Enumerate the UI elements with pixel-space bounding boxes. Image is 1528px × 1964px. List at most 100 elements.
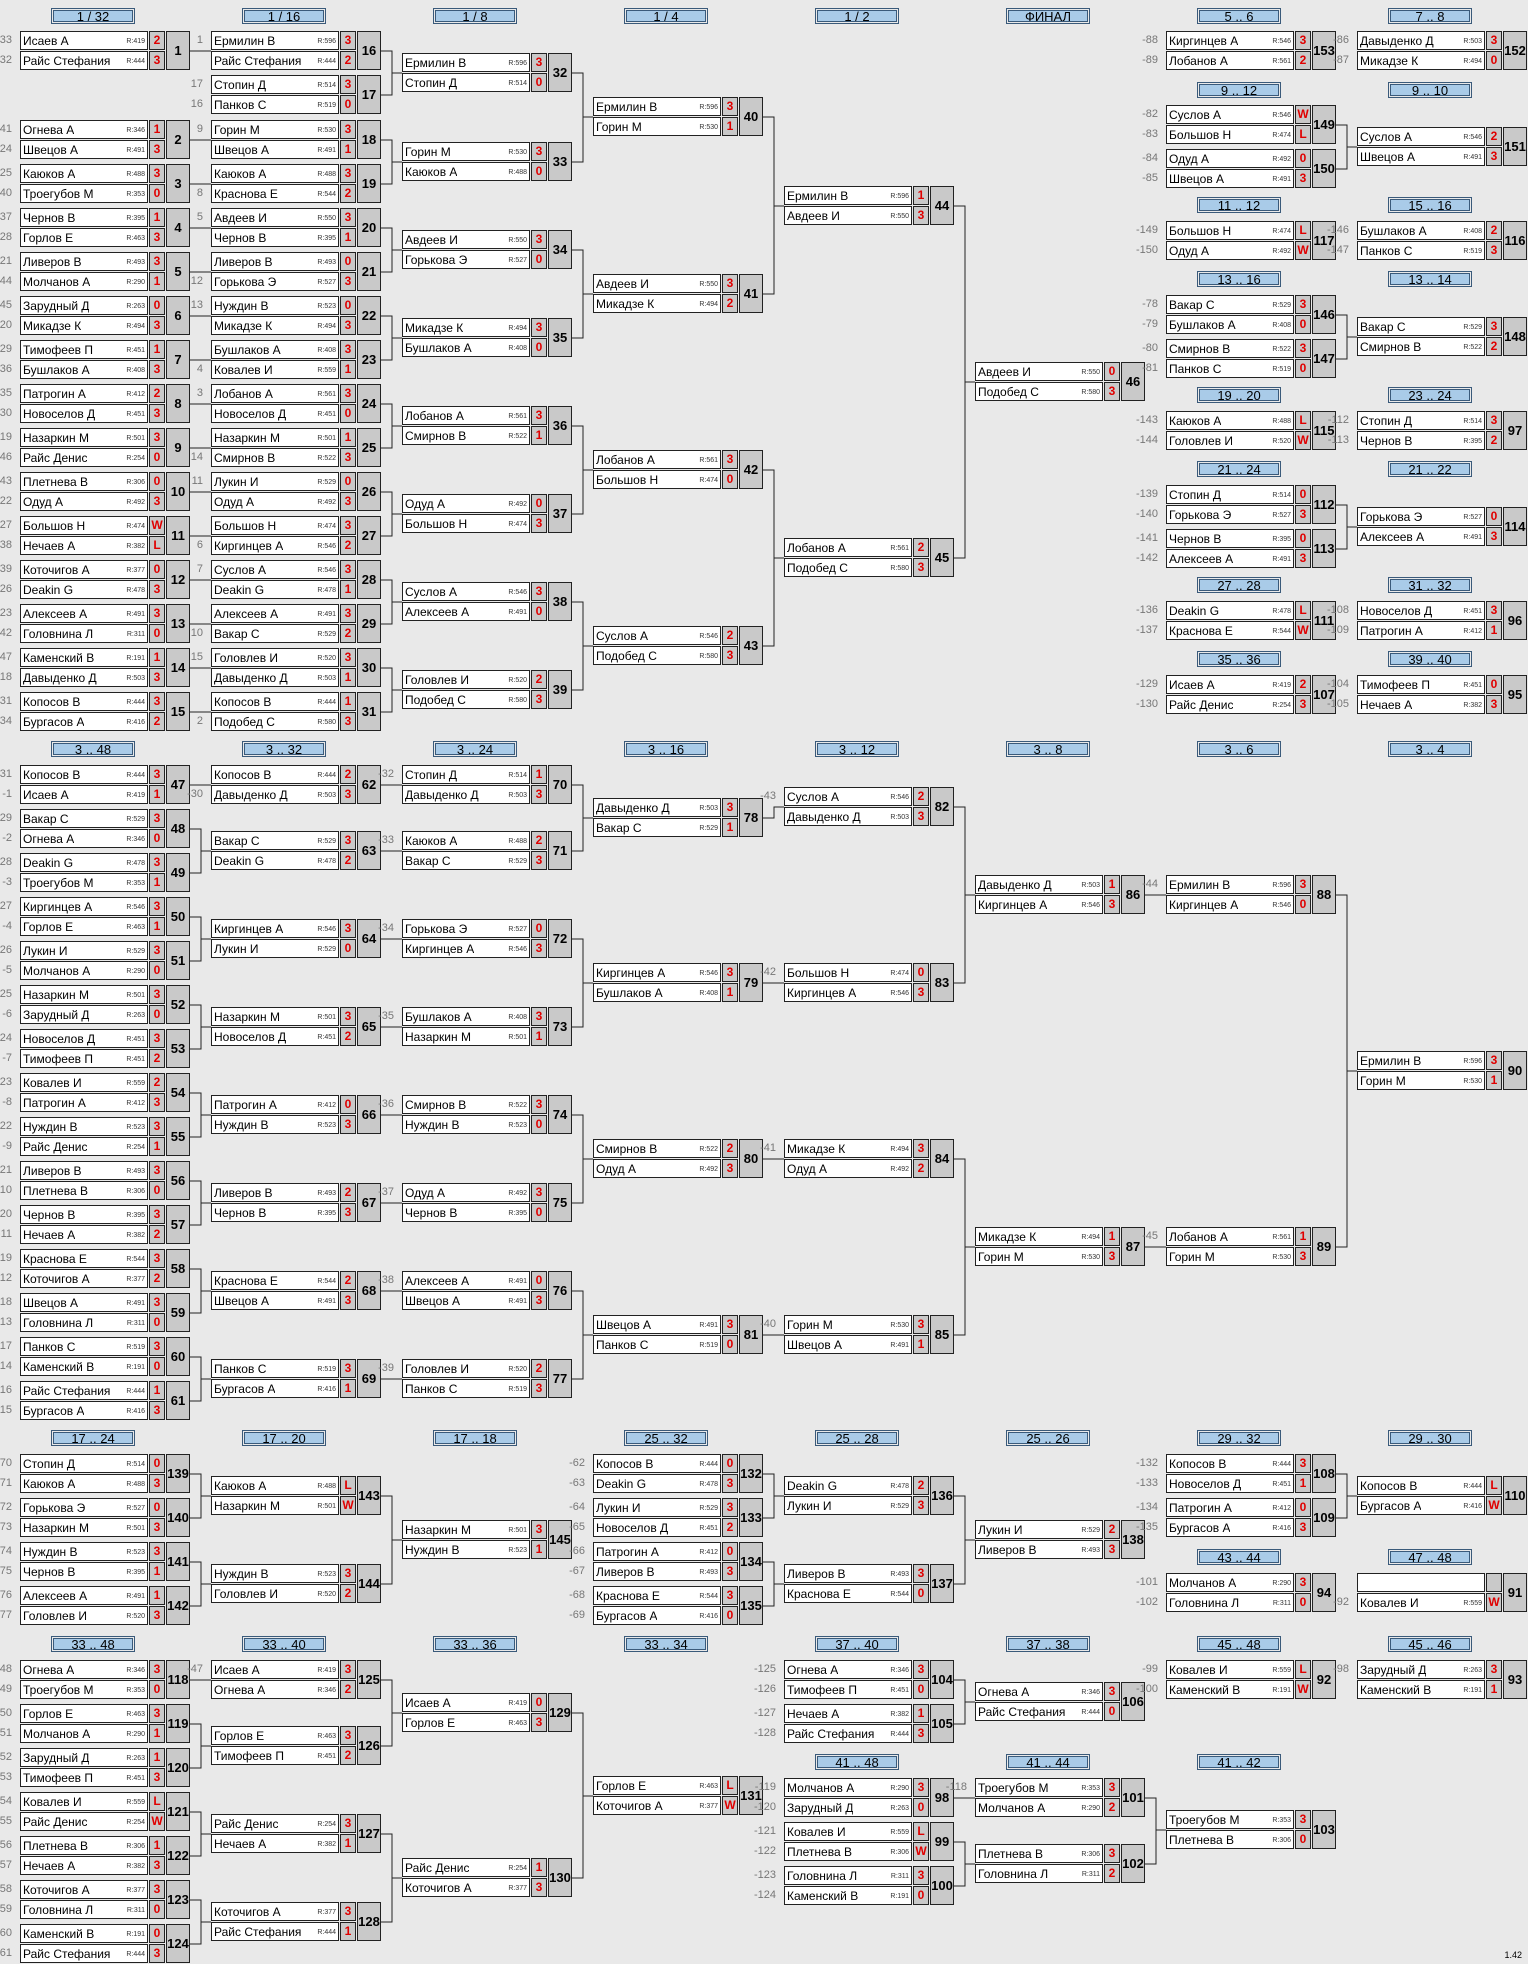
match-number[interactable]: 132 <box>739 1454 763 1493</box>
match-number[interactable]: 123 <box>166 1880 190 1919</box>
stage-header[interactable]: 17 .. 24 <box>51 1430 135 1446</box>
match-number[interactable]: 85 <box>930 1315 954 1354</box>
match-number[interactable]: 73 <box>548 1007 572 1046</box>
match-number[interactable]: 60 <box>166 1337 190 1376</box>
match-number[interactable]: 115 <box>1312 411 1336 450</box>
match-number[interactable]: 110 <box>1503 1476 1527 1515</box>
match-number[interactable]: 114 <box>1503 507 1527 546</box>
stage-header[interactable]: 11 .. 12 <box>1197 197 1281 213</box>
match-number[interactable]: 141 <box>166 1542 190 1581</box>
match-number[interactable]: 56 <box>166 1161 190 1200</box>
match-number[interactable]: 135 <box>739 1586 763 1625</box>
stage-header[interactable]: 17 .. 18 <box>433 1430 517 1446</box>
match-number[interactable]: 113 <box>1312 529 1336 568</box>
match-number[interactable]: 33 <box>548 142 572 181</box>
match-number[interactable]: 94 <box>1312 1573 1336 1612</box>
match-number[interactable]: 150 <box>1312 149 1336 188</box>
match-number[interactable]: 70 <box>548 765 572 804</box>
stage-header[interactable]: 29 .. 32 <box>1197 1430 1281 1446</box>
match-number[interactable]: 8 <box>166 384 190 423</box>
match-number[interactable]: 32 <box>548 53 572 92</box>
match-number[interactable]: 139 <box>166 1454 190 1493</box>
match-number[interactable]: 99 <box>930 1822 954 1861</box>
match-number[interactable]: 18 <box>357 120 381 159</box>
match-number[interactable]: 61 <box>166 1381 190 1420</box>
match-number[interactable]: 42 <box>739 450 763 489</box>
match-number[interactable]: 124 <box>166 1924 190 1963</box>
